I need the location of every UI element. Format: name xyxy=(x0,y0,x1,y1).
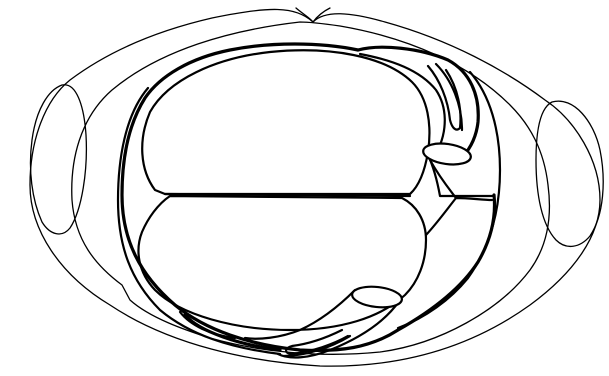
right-junction-curve xyxy=(430,160,456,198)
inner-body-boundary xyxy=(72,22,550,354)
left-sac-outline xyxy=(118,88,280,354)
bottom-left-vessel-opening xyxy=(351,284,403,309)
top-right-vessel-inner xyxy=(360,54,445,145)
left-lateral-oval xyxy=(30,85,86,234)
upper-chamber xyxy=(142,50,429,194)
top-right-vessel-opening xyxy=(422,141,472,167)
outer-body-outline xyxy=(30,9,600,366)
right-junction-lower xyxy=(426,198,492,235)
